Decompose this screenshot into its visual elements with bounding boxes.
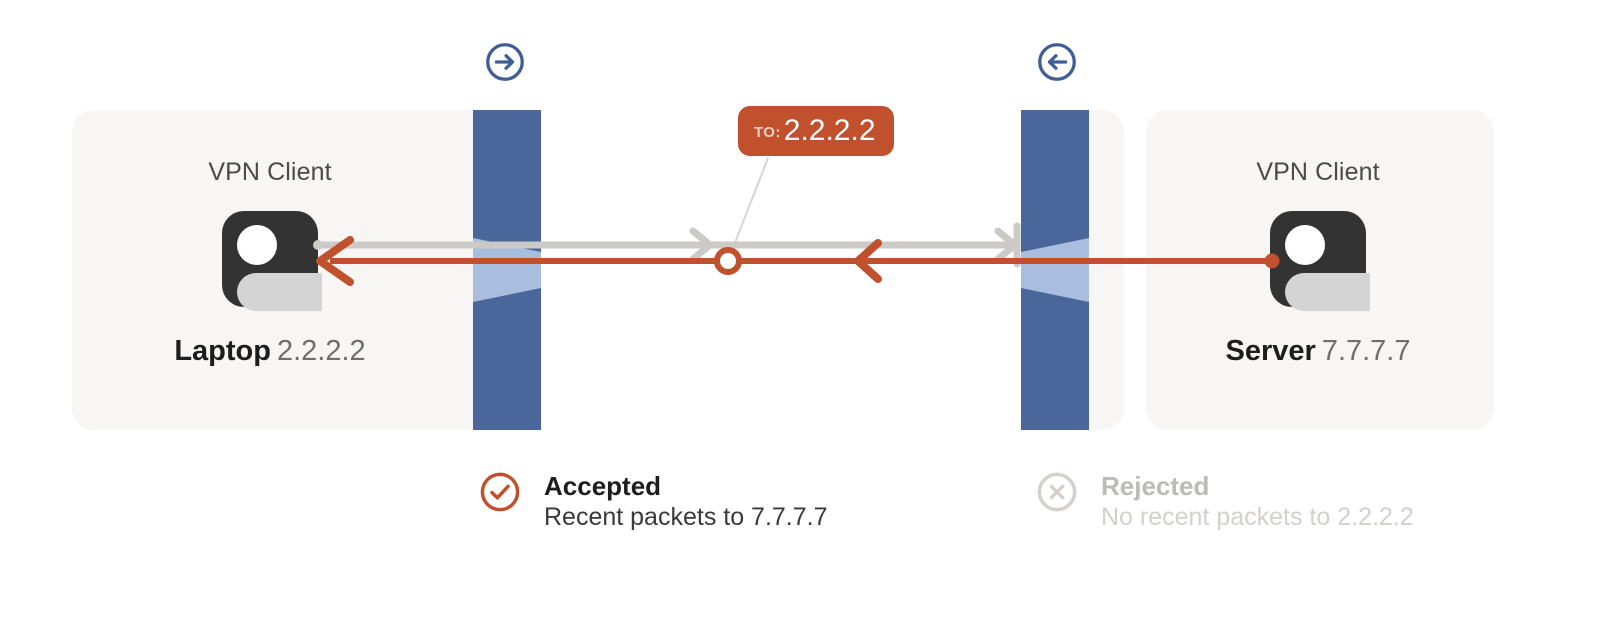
legend-accepted-text: Accepted Recent packets to 7.7.7.7 <box>544 470 828 533</box>
node-kind-label: VPN Client <box>208 158 332 186</box>
x-circle-icon <box>1035 470 1079 514</box>
check-circle-icon <box>478 470 522 514</box>
node-ip-text: 2.2.2.2 <box>276 335 366 367</box>
node-name-text: Server <box>1225 335 1316 367</box>
icon-body-shape <box>1285 273 1370 311</box>
node-name-text: Laptop <box>174 335 271 367</box>
badge-address: 2.2.2.2 <box>783 114 876 147</box>
firewall-left <box>473 110 541 430</box>
icon-head-shape <box>1285 225 1325 265</box>
packet-destination-badge[interactable]: TO: 2.2.2.2 <box>738 106 894 156</box>
node-kind-label: VPN Client <box>1256 158 1380 186</box>
legend-accepted[interactable]: Accepted Recent packets to 7.7.7.7 <box>478 470 828 533</box>
vpn-client-icon <box>1270 211 1370 311</box>
legend-rejected-text: Rejected No recent packets to 2.2.2.2 <box>1101 470 1414 533</box>
vpn-client-icon <box>222 211 322 311</box>
node-ip-text: 7.7.7.7 <box>1321 335 1411 367</box>
badge-label: TO: <box>754 123 781 141</box>
firewall-left-opening <box>473 238 541 302</box>
inter-firewall-gap <box>541 110 1023 430</box>
legend-accepted-title: Accepted <box>544 471 662 501</box>
firewall-right-opening <box>1021 238 1089 302</box>
arrow-right-circle-icon[interactable] <box>483 40 527 84</box>
legend-accepted-subtitle: Recent packets to 7.7.7.7 <box>544 502 828 531</box>
arrow-left-circle-icon[interactable] <box>1035 40 1079 84</box>
legend-rejected-title: Rejected <box>1101 471 1210 501</box>
legend-rejected-subtitle: No recent packets to 2.2.2.2 <box>1101 502 1414 531</box>
firewall-right <box>1021 110 1089 430</box>
icon-head-shape <box>237 225 277 265</box>
legend-rejected[interactable]: Rejected No recent packets to 2.2.2.2 <box>1035 470 1414 533</box>
icon-body-shape <box>237 273 322 311</box>
